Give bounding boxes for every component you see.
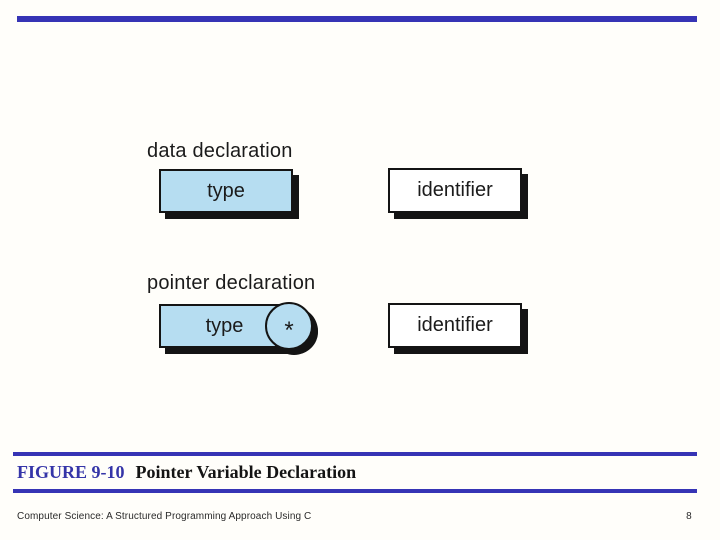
caption-rule-bottom <box>13 489 697 493</box>
figure-caption: FIGURE 9-10 Pointer Variable Declaration <box>17 462 356 483</box>
pointer-declaration-label: pointer declaration <box>147 272 316 294</box>
data-type-box-label: type <box>207 179 245 202</box>
figure-number-label: FIGURE 9-10 <box>17 462 125 482</box>
data-identifier-box: identifier <box>388 168 522 213</box>
top-accent-rule <box>17 16 697 22</box>
pointer-type-shape: type * <box>159 302 313 350</box>
data-type-box: type <box>159 169 293 213</box>
pointer-identifier-box-label: identifier <box>417 314 493 336</box>
data-identifier-box-label: identifier <box>417 179 493 201</box>
caption-rule-top <box>13 452 697 456</box>
figure-title: Pointer Variable Declaration <box>135 462 357 482</box>
footer-page-number: 8 <box>686 511 692 522</box>
pointer-type-box-label: type <box>205 314 244 337</box>
pointer-identifier-box: identifier <box>388 303 522 348</box>
asterisk-glyph: * <box>284 317 294 344</box>
asterisk-circle: * <box>265 302 313 350</box>
data-declaration-label: data declaration <box>147 140 293 162</box>
footer-book-title: Computer Science: A Structured Programmi… <box>17 511 312 522</box>
